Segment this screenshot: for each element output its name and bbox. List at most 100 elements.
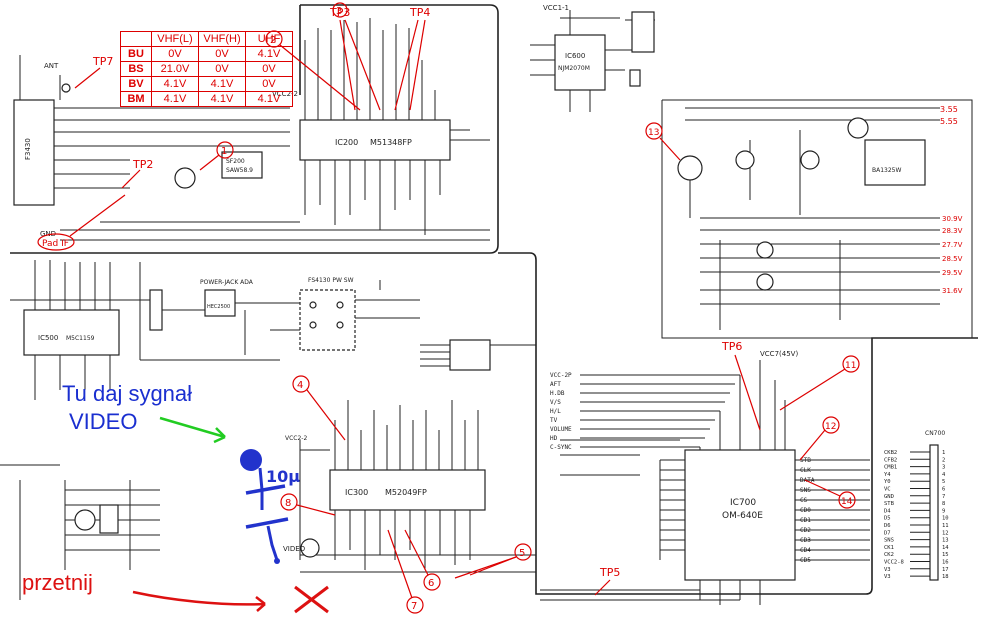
voltage-label: 31.6V — [942, 287, 963, 295]
left-bottom-fragment — [0, 464, 160, 600]
connector-pin-label: D7 — [884, 530, 891, 536]
connector-pin-number: 6 — [942, 487, 945, 493]
ic500-ref: IC500 — [38, 334, 58, 342]
marker-circle — [822, 416, 840, 434]
mcu-pin-label: AFT — [550, 381, 561, 388]
vcc7-label: VCC7(45V) — [760, 350, 798, 358]
table-cell: 21.0V — [151, 61, 199, 77]
voltage-label: 28.5V — [942, 255, 963, 263]
table-cell: BV — [120, 76, 152, 92]
connector-pin-label: D6 — [884, 523, 891, 529]
marker-number: 13 — [648, 128, 659, 138]
voltage-label: 30.9V — [942, 215, 963, 223]
table-cell: UHF — [245, 31, 293, 47]
ic700-part: OM-640E — [722, 511, 763, 521]
video-note-line2: VIDEO — [69, 409, 138, 434]
connector-pin-label: VC — [884, 487, 891, 493]
voltage-label: 29.5V — [942, 269, 963, 277]
table-cell: BS — [120, 61, 152, 77]
marker-number: 1 — [221, 146, 227, 157]
connector-pin-number: 3 — [942, 465, 945, 471]
connector-pin-number: 10 — [942, 516, 949, 522]
table-row: BS 21.0V 0V 0V — [120, 61, 293, 77]
connector-pin-label: Y4 — [884, 472, 891, 478]
marker-number: 5 — [519, 548, 525, 559]
marker-number: 14 — [841, 497, 853, 507]
marker-number: 8 — [285, 498, 291, 509]
ic300-ref: IC300 — [345, 488, 368, 497]
marker-circle — [280, 493, 298, 511]
marker-number: 3 — [336, 6, 342, 17]
tp3-label: TP3 — [329, 6, 350, 19]
video-input-label: VIDEO — [283, 545, 306, 553]
gnd-label-if: GND — [40, 230, 56, 238]
ic700-mcu: IC700 OM-640E VCC-2P AFT H.DB V/S H/L TV… — [540, 350, 870, 605]
marker-circle — [332, 2, 348, 18]
marker-circle — [292, 375, 310, 393]
connector-pin-label: CK1 — [884, 545, 894, 551]
board-outlines — [10, 4, 978, 595]
table-cell: 4.1V — [245, 46, 293, 62]
marker-circle — [406, 596, 424, 614]
marker-circle — [842, 355, 860, 373]
connector-pin-label: SNS — [884, 538, 894, 544]
connector-pin-number: 12 — [942, 530, 949, 536]
tp4-label: TP4 — [409, 6, 430, 19]
hec-label: HEC2500 — [207, 304, 230, 310]
marker-number: 4 — [297, 380, 303, 391]
tp2-label: TP2 — [132, 158, 153, 171]
ic200-part: M51348FP — [370, 138, 412, 147]
connector-pin-number: 17 — [942, 567, 949, 573]
ic500-regulator: IC500 M5C1159 — [10, 260, 280, 400]
power-section: HEC2500 POWER-JACK ADA FS4130 PW SW — [149, 277, 536, 371]
ic600-ref: IC600 — [565, 52, 585, 60]
ic500-part: M5C1159 — [66, 335, 95, 342]
marker-number: 6 — [428, 578, 434, 589]
table-cell: 4.1V — [198, 91, 246, 107]
ic300-video: IC300 M52049FP VIDEO VCC2-2 — [283, 400, 536, 573]
connector-pin-number: 15 — [942, 552, 949, 558]
table-cell: 0V — [151, 46, 199, 62]
test-point-labels: TP7 TP2 TP3 TP4 TP6 TP5 — [74, 6, 761, 596]
connector-pin-label: CKB2 — [884, 450, 897, 456]
connector-pin-number: 16 — [942, 560, 949, 566]
connector-pin-number: 18 — [942, 574, 949, 580]
table-row: BV 4.1V 4.1V 0V — [120, 76, 293, 92]
mcu-pin-label: TV — [550, 417, 558, 424]
tuner-body — [13, 99, 55, 206]
connector-pin-number: 9 — [942, 508, 945, 514]
table-row: BM 4.1V 4.1V 4.1V — [120, 91, 293, 107]
connector-pin-number: 7 — [942, 494, 945, 500]
voltage-label: 27.7V — [942, 241, 963, 249]
mcu-pin-label: V/S — [550, 399, 561, 406]
power-jack-label: POWER-JACK ADA — [200, 279, 254, 286]
table-cell: 0V — [198, 46, 246, 62]
table-cell: 0V — [198, 61, 246, 77]
mcu-pin-label: VCC-2P — [550, 372, 572, 379]
pw-switch-label: FS4130 PW SW — [308, 277, 354, 284]
marker-circle — [216, 141, 234, 159]
mcu-pin-label: HD — [550, 435, 558, 442]
table-cell: 4.1V — [151, 91, 199, 107]
saw-part: SAW58.9 — [226, 167, 253, 174]
video-input-blob — [240, 449, 262, 471]
marker-number: 12 — [825, 422, 836, 432]
table-cell: 0V — [245, 76, 293, 92]
marker-number: 11 — [845, 361, 856, 371]
mcu-pin-label: H.DB — [550, 390, 565, 397]
mcu-pin-label: VOLUME — [550, 426, 572, 433]
video-note-line1: Tu daj sygnał — [62, 381, 193, 406]
cut-overlay — [132, 585, 329, 614]
connector-pin-number: 14 — [942, 545, 949, 551]
cut-note: przetnij — [22, 570, 93, 595]
ic800-part: BA1325W — [872, 167, 901, 174]
connector-pin-label: D5 — [884, 516, 891, 522]
marker-circle — [423, 573, 441, 591]
ic300-part: M52049FP — [385, 488, 427, 497]
connector-pin-label: VCC2-8 — [884, 560, 904, 566]
pad-if-label: Pad IF — [42, 239, 69, 249]
table-cell: VHF(L) — [151, 31, 199, 47]
antenna-label: ANT — [44, 62, 59, 70]
video-injection-overlay: 10μ — [159, 416, 300, 564]
